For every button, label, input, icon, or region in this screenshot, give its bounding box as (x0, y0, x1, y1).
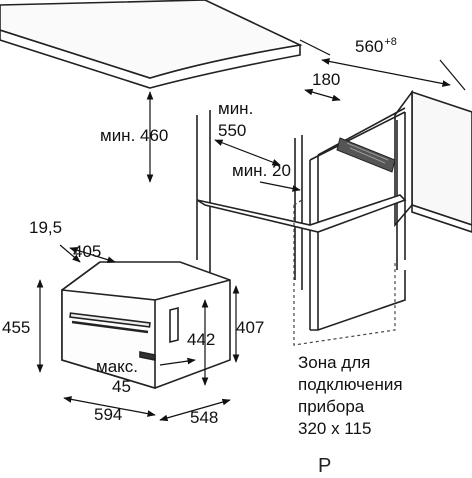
dim-180: 180 (312, 70, 341, 89)
vent-opening (336, 137, 396, 173)
dim-max-45-value: 45 (112, 377, 131, 396)
dim-min-460: мин. 460 (100, 126, 169, 145)
dimension-lines (36, 39, 466, 422)
dim-min-550-value: 550 (218, 121, 247, 140)
dim-560-value: 560 (355, 37, 384, 56)
dim-407: 407 (236, 318, 265, 337)
dim-19-5: 19,5 (29, 218, 63, 237)
connection-zone-label: Зона для подключения прибора 320 x 115 (298, 352, 403, 440)
connection-zone-line-1: Зона для (298, 353, 371, 372)
dim-442: 442 (187, 330, 216, 349)
connection-zone-line-3: прибора (298, 397, 365, 416)
dim-560: 560+8 (355, 36, 397, 56)
dim-405: 405 (73, 242, 102, 261)
side-wall (394, 89, 472, 233)
worktop (0, 0, 303, 89)
connection-zone-outline (293, 199, 396, 346)
dim-min-20: мин. 20 (232, 161, 291, 180)
dim-max-45-prefix: макс. (96, 357, 138, 376)
dim-548: 548 (190, 408, 219, 427)
dim-594: 594 (94, 405, 123, 424)
oven-appliance (61, 261, 231, 390)
dim-455: 455 (2, 318, 31, 337)
dim-560-tolerance: +8 (384, 36, 397, 48)
footer-caption: P (318, 455, 332, 477)
cabinet-niche (196, 107, 407, 331)
dim-min-550-prefix: мин. (218, 99, 254, 118)
connection-zone-line-2: подключения (298, 375, 403, 394)
connection-zone-line-4: 320 x 115 (298, 419, 372, 438)
